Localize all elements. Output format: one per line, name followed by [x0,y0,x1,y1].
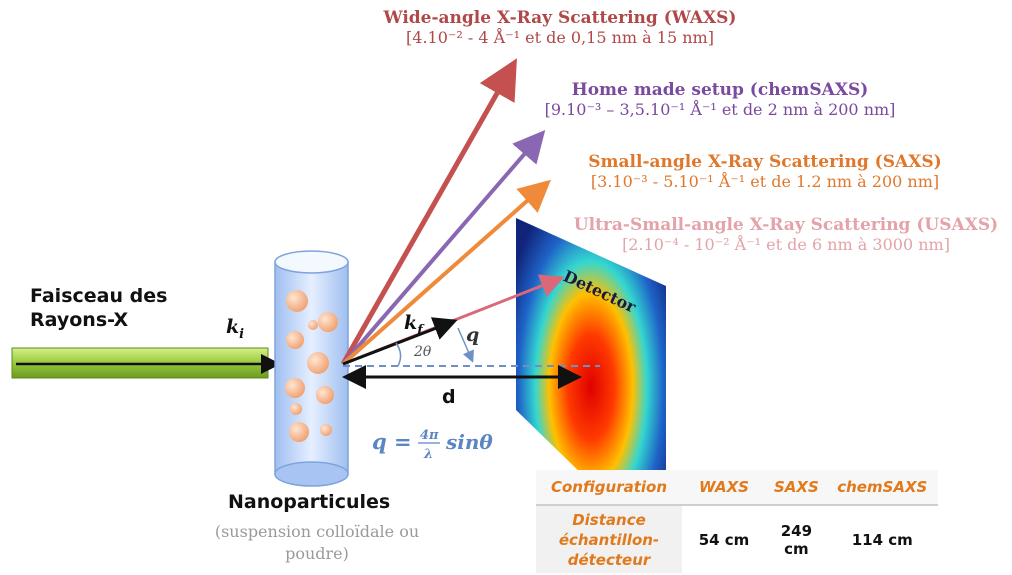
kf-label: kf [404,312,425,338]
row-label-distance: Distance échantillon- détecteur [536,505,682,573]
saxs-label: Small-angle X-Ray Scattering (SAXS) [3.1… [560,152,970,191]
chemsaxs-title: Home made setup (chemSAXS) [571,80,869,100]
chemsaxs-range: [9.10⁻³ – 3,5.10⁻¹ Å⁻¹ et de 2 nm à 200 … [544,100,896,119]
scattered-vector-kf [342,317,458,366]
svg-text:λ: λ [423,447,433,462]
distance-label: d [442,386,456,408]
q-label: q [466,324,479,346]
svg-text:4π: 4π [420,428,439,443]
q-formula: q = 4π λ sinθ [372,428,493,462]
saxs-arrow [341,179,551,366]
usaxs-label: Ultra-Small-angle X-Ray Scattering (USAX… [566,215,1006,254]
config-table-wrap: Configuration WAXS SAXS chemSAXS Distanc… [536,470,938,573]
waxs-label: Wide-angle X-Ray Scattering (WAXS) [4.10… [360,8,760,47]
sample-subtitle: (suspension colloïdale ou poudre) [214,522,420,563]
svg-text:q =: q = [372,429,412,454]
sample-tube [274,250,349,487]
config-table-row: Distance échantillon- détecteur 54 cm 24… [536,505,938,573]
saxs-title: Small-angle X-Ray Scattering (SAXS) [588,152,942,172]
header-configuration: Configuration [536,470,682,505]
cell-waxs-distance: 54 cm [698,530,750,549]
chemsaxs-arrow [341,129,546,366]
ki-label: ki [226,316,244,342]
angle-arc [395,342,402,367]
usaxs-range: [2.10⁻⁴ - 10⁻² Å⁻¹ et de 6 nm à 3000 nm] [622,235,950,254]
cell-chemsaxs-distance: 114 cm [851,530,913,549]
saxs-range: [3.10⁻³ - 5.10⁻¹ Å⁻¹ et de 1.2 nm à 200 … [590,172,940,191]
config-table-header: Configuration WAXS SAXS chemSAXS [536,470,938,505]
svg-text:sinθ: sinθ [445,430,493,454]
angle-label: 2θ [413,344,432,360]
sample-title: Nanoparticules [228,491,391,513]
config-table: Configuration WAXS SAXS chemSAXS Distanc… [536,470,938,573]
q-vector [457,327,474,363]
cell-saxs-distance: 249 cm [780,521,813,558]
beam-label-line2: Rayons-X [30,309,129,331]
waxs-title: Wide-angle X-Ray Scattering (WAXS) [383,8,737,28]
beam-label-line1: Faisceau des [30,285,168,307]
usaxs-title: Ultra-Small-angle X-Ray Scattering (USAX… [573,215,999,235]
header-chemsaxs: chemSAXS [826,470,938,505]
beam-label: Faisceau des Rayons-X [30,284,167,332]
header-saxs: SAXS [766,470,827,505]
header-waxs: WAXS [682,470,766,505]
chemsaxs-label: Home made setup (chemSAXS) [9.10⁻³ – 3,5… [510,80,930,119]
waxs-arrow [340,58,517,366]
waxs-range: [4.10⁻² - 4 Å⁻¹ et de 0,15 nm à 15 nm] [406,28,714,47]
